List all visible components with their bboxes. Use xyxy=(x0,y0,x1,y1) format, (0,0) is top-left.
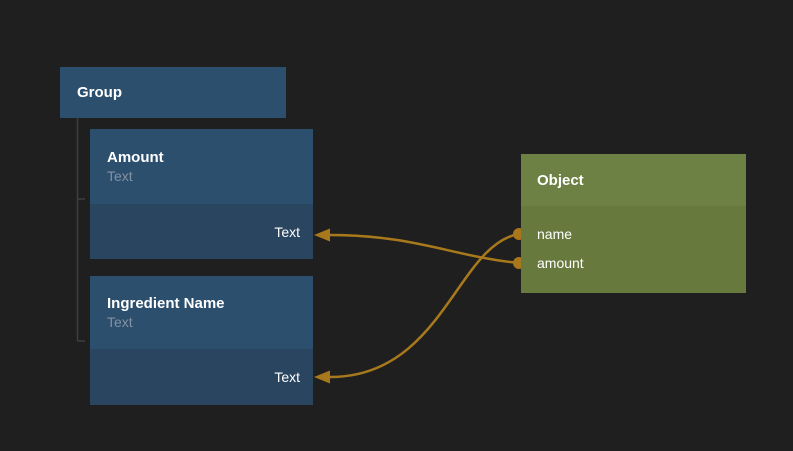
ingredient-node-input-port[interactable]: Text xyxy=(90,349,313,405)
ingredient-node-type-label: Text xyxy=(107,314,133,330)
object-node-body: name amount xyxy=(521,206,746,293)
node-object[interactable]: Object name amount xyxy=(521,154,746,293)
ingredient-input-port-label: Text xyxy=(274,369,300,385)
wire-arrowhead-amount xyxy=(314,228,330,242)
amount-node-header: Amount Text xyxy=(90,129,313,204)
amount-node-type-label: Text xyxy=(107,168,133,184)
ingredient-node-title: Ingredient Name xyxy=(107,295,225,312)
amount-node-input-port[interactable]: Text xyxy=(90,204,313,259)
amount-input-port-label: Text xyxy=(274,223,300,240)
object-port-amount-label: amount xyxy=(537,254,584,271)
object-port-name[interactable]: name xyxy=(521,219,746,248)
object-port-amount[interactable]: amount xyxy=(521,248,746,277)
group-node-title: Group xyxy=(77,84,122,101)
wire-arrowhead-name xyxy=(314,370,330,384)
wire-amount-to-amount-text[interactable] xyxy=(329,233,520,265)
node-group[interactable]: Group xyxy=(60,67,286,118)
object-node-header: Object xyxy=(521,154,746,206)
ingredient-node-header: Ingredient Name Text xyxy=(90,276,313,349)
amount-node-title: Amount xyxy=(107,149,164,166)
group-tree-line xyxy=(76,118,85,342)
node-amount[interactable]: Amount Text Text xyxy=(90,129,313,259)
object-node-title: Object xyxy=(537,171,584,189)
object-port-name-label: name xyxy=(537,225,573,242)
wire-name-to-ingredient-text[interactable] xyxy=(329,232,520,379)
node-ingredient-name[interactable]: Ingredient Name Text Text xyxy=(90,276,313,405)
